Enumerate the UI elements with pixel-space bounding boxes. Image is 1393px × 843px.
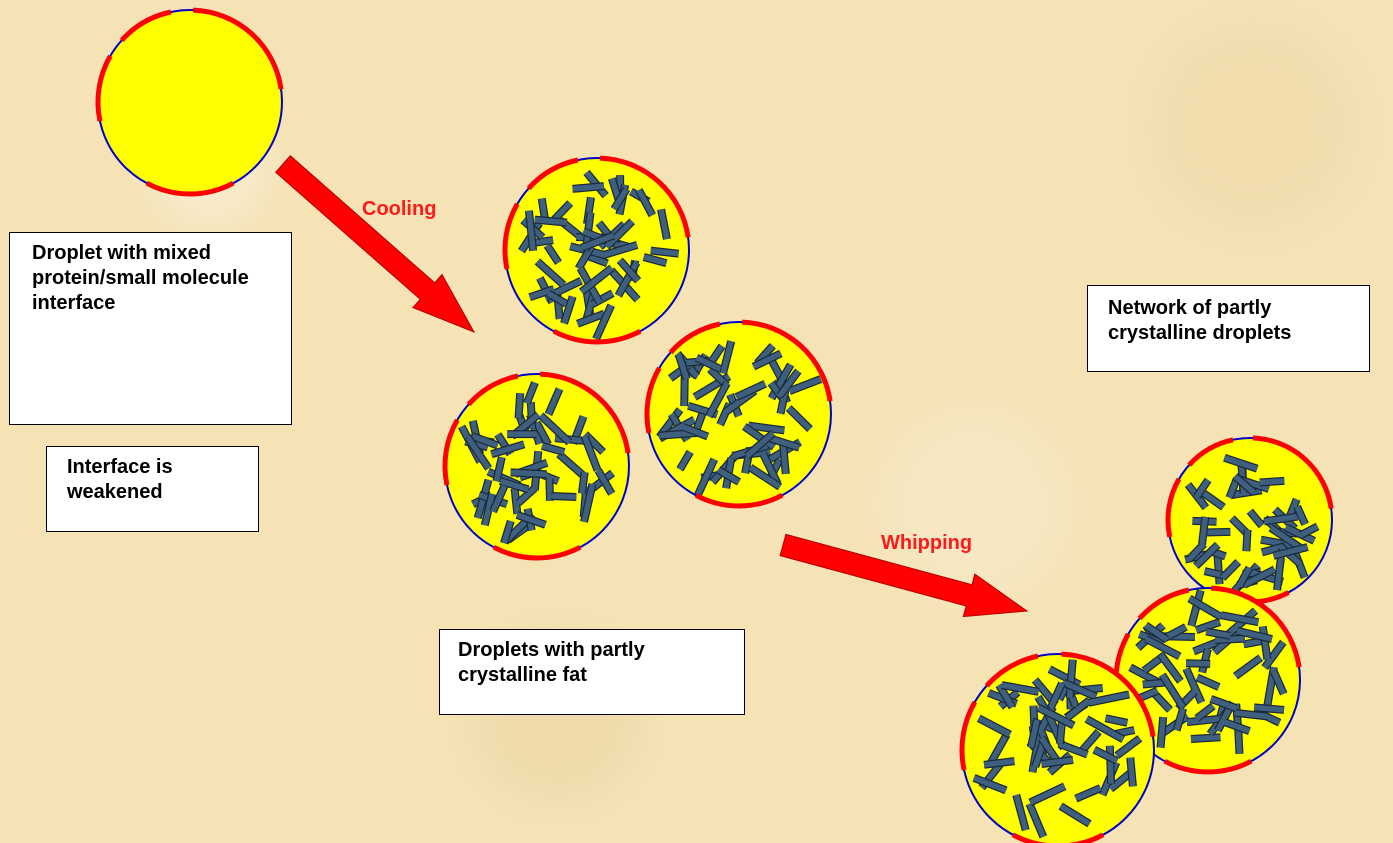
interface-weakened-text: Interface is weakened (67, 456, 173, 503)
cooling-label: Cooling (362, 198, 436, 221)
whipping-label: Whipping (881, 532, 972, 555)
fat-crystal (984, 761, 1014, 765)
network-droplet-bottom (962, 654, 1154, 843)
fat-crystal (1215, 639, 1245, 640)
crystalline-droplet-right (647, 322, 831, 506)
fat-crystal (1110, 746, 1111, 784)
interface-weakened-box: Interface is weakened (46, 446, 259, 532)
fat-crystal (519, 393, 521, 418)
fat-crystal (1260, 481, 1285, 483)
fat-crystal (1191, 737, 1221, 739)
fat-crystal (573, 186, 604, 189)
network-text: Network of partly crystalline droplets (1108, 297, 1291, 344)
fat-crystal (1235, 713, 1268, 717)
cooling-arrow (276, 156, 474, 332)
fat-crystal (511, 472, 547, 474)
fat-crystal (535, 220, 567, 223)
fat-crystal (582, 472, 585, 493)
fat-crystal (1277, 557, 1281, 590)
fat-crystal (551, 496, 576, 497)
droplet-mixed-interface-box: Droplet with mixed protein/small molecul… (9, 232, 292, 425)
fat-crystal (1238, 732, 1239, 754)
droplet-mixed-interface-text: Droplet with mixed protein/small molecul… (32, 242, 249, 314)
fat-crystal (1254, 707, 1284, 710)
fat-crystal (783, 443, 786, 474)
fat-crystal (1246, 530, 1247, 551)
fat-crystal (549, 479, 550, 501)
fat-crystal (1202, 517, 1205, 545)
fat-crystal (1187, 719, 1220, 722)
initial-droplet (98, 10, 282, 194)
crystalline-droplet-left (445, 374, 629, 558)
fat-crystal (651, 251, 679, 254)
fat-crystal (1205, 532, 1231, 533)
fat-crystal (1130, 758, 1133, 787)
fat-crystal (1161, 717, 1164, 748)
fat-crystal (1186, 663, 1210, 664)
droplets-partly-crystalline-text: Droplets with partly crystalline fat (458, 639, 645, 686)
network-droplet-top (1168, 438, 1332, 602)
fat-crystal (1070, 660, 1073, 698)
network-box: Network of partly crystalline droplets (1087, 285, 1370, 372)
crystalline-droplet-top (505, 158, 689, 342)
droplets-partly-crystalline-box: Droplets with partly crystalline fat (439, 629, 745, 715)
